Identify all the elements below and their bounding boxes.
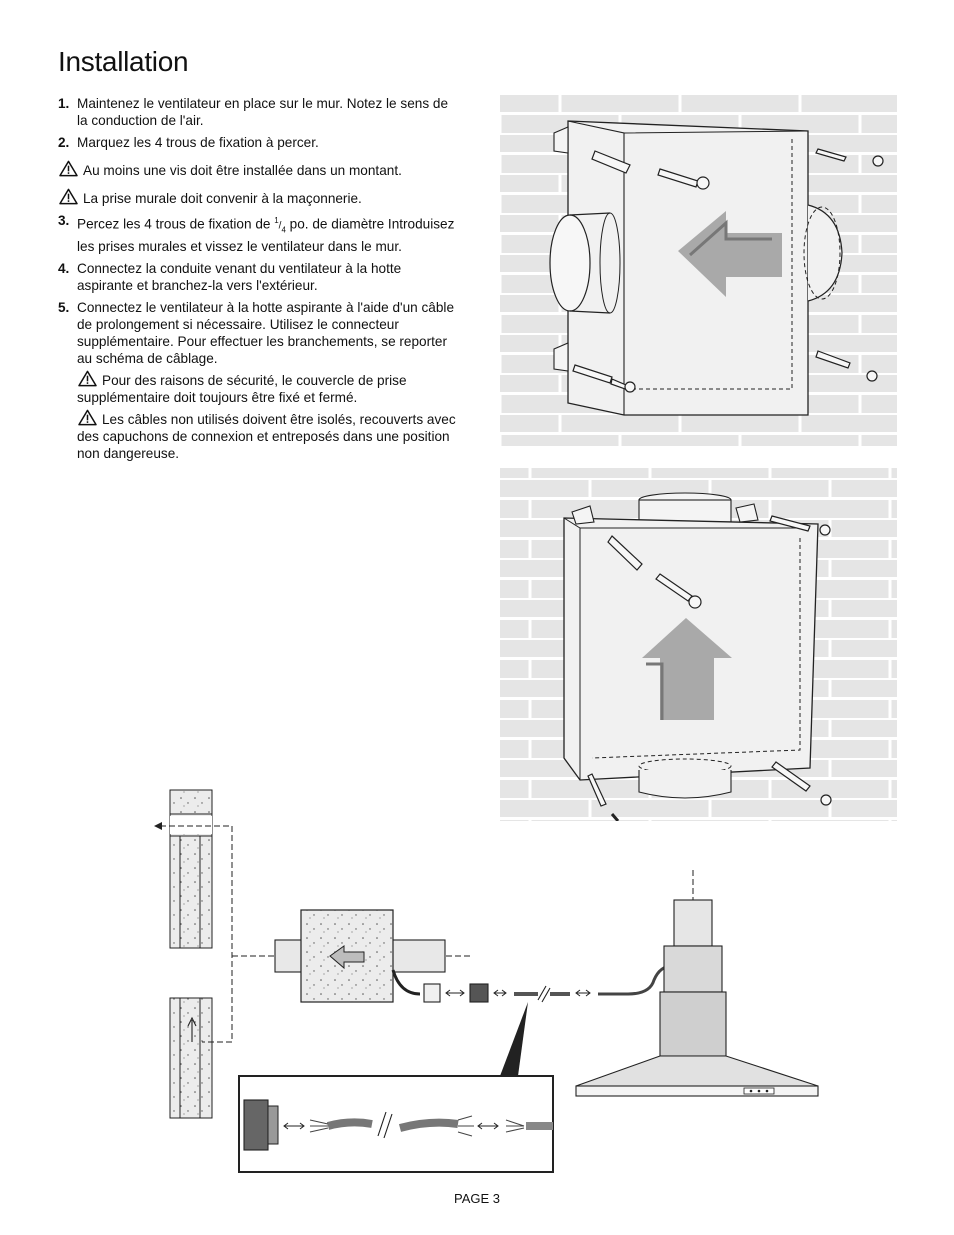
duct-collar-right [807,204,843,302]
step-text: Connectez la conduite venant du ventilat… [77,261,402,294]
fraction-denominator: 4 [281,225,286,235]
range-hood-front [575,1085,819,1097]
wall-plug [815,350,851,369]
screw-head [696,176,710,190]
wall-plug [771,761,811,792]
step-number: 4. [58,261,70,277]
warning-note: La prise murale doit convenir à la maçon… [58,188,458,207]
cable-detail [326,1118,459,1132]
warning-text: Pour des raisons de sécurité, le couverc… [77,373,407,406]
step-text: po. de diamètre Introduisez les prises m… [77,216,455,255]
step-4: 4. Connectez la conduite venant du venti… [58,260,458,294]
screw [815,148,847,162]
warning-triangle-icon [78,409,97,426]
duct-collar-top [638,499,732,523]
airflow-arrow-icon [154,822,162,830]
screw-head [872,155,884,167]
screw-head [820,794,832,806]
step-text: Marquez les 4 trous de fixation à percer… [77,135,319,150]
screw-head [688,595,702,609]
step-1: 1. Maintenez le ventilateur en place sur… [58,95,458,129]
step-text: Percez les 4 trous de fixation de [77,216,275,232]
step-number: 1. [58,96,70,111]
step-3: 3. Percez les 4 trous de fixation de 1/4… [58,213,455,255]
wall-plug [591,150,631,174]
mounting-bracket [571,505,595,525]
warning-note: Au moins une vis doit être installée dan… [58,160,458,179]
page-title: Installation [58,46,189,77]
step-number: 3. [58,213,70,228]
airflow-arrow-icon [678,211,782,297]
airflow-arrow-icon [329,945,365,970]
warning-text: Au moins une vis doit être installée dan… [83,163,402,178]
mounting-bracket [553,342,569,372]
duct-collar-left [549,214,591,312]
warning-triangle-icon [78,370,97,387]
fan-connector [423,983,441,1003]
hood-chimney-lower [659,991,727,1057]
airflow-arrow-icon [642,618,732,720]
hood-cable [598,964,673,996]
warning-note: Pour des raisons de sécurité, le couverc… [77,370,458,406]
wall-plug [572,364,613,384]
warning-triangle-icon [59,160,78,177]
vertical-mount-illustration [500,468,897,821]
wiring-detail-inset [238,1075,554,1173]
horizontal-mount-illustration [500,93,897,446]
installation-steps: 1. Maintenez le ventilateur en place sur… [58,95,458,467]
hood-chimney-upper [673,899,713,947]
warning-text: Les câbles non utilisés doivent être iso… [77,412,456,462]
figure-vertical-mount [500,468,897,821]
hood-chimney-middle [663,945,723,993]
step-text: Maintenez le ventilateur en place sur le… [77,96,449,128]
extension-connector [469,983,489,1003]
page-number: PAGE 3 [453,1191,500,1206]
step-2: 2. Marquez les 4 trous de fixation à per… [58,134,458,151]
step-text: Connectez le ventilateur à la hotte aspi… [77,300,455,367]
range-hood-canopy [575,1055,819,1087]
warning-note: Les câbles non utilisés doivent être iso… [77,409,458,462]
figure-horizontal-mount [500,93,897,446]
wall-plug [769,515,811,532]
mounting-bracket [553,126,569,154]
warning-triangle-icon [59,188,78,205]
duct-collar-bottom [638,770,732,799]
step-5: 5. Connectez le ventilateur à la hotte a… [58,299,458,462]
screw-head [819,524,831,536]
warning-text: La prise murale doit convenir à la maçon… [83,191,362,206]
screw [657,168,699,188]
ducting-wiring-diagram [154,789,819,1173]
wall-plug [607,535,643,571]
step-number: 5. [58,300,70,316]
wall-plug [587,773,607,807]
screw-head [866,370,878,382]
connector-detail [243,1099,269,1151]
step-number: 2. [58,135,70,150]
mounting-bracket [735,503,759,523]
screw-head [624,381,636,393]
wall-section [169,997,213,1119]
screw [655,573,693,602]
fraction-numerator: 1 [274,216,279,225]
